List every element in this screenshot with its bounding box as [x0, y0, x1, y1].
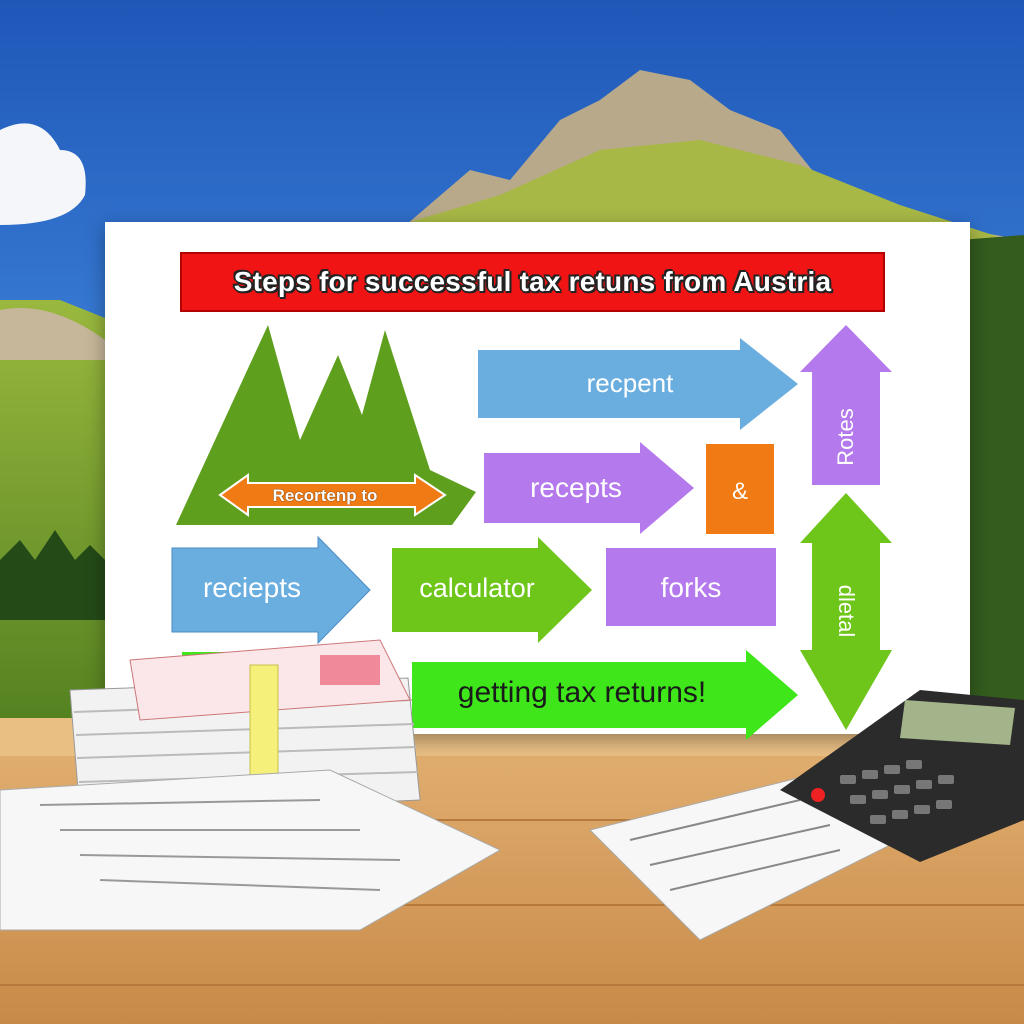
label-rotes: Rotes — [833, 408, 858, 466]
mountain-shape — [176, 325, 476, 525]
arrow-reciepts — [171, 535, 371, 645]
label-calculator: calculator — [419, 573, 535, 603]
left-ridge — [0, 308, 105, 360]
label-reciepts: reciepts — [202, 572, 302, 603]
arrow-recpent — [478, 338, 798, 430]
tree-line — [0, 530, 105, 620]
page-title: Steps for successful tax retuns from Aus… — [233, 266, 832, 297]
arrow-getting — [412, 650, 798, 740]
label-recpent: recpent — [586, 368, 674, 398]
box-forks — [606, 548, 776, 626]
label-getting-tax-returns: getting tax returns! — [457, 676, 707, 709]
label-recortenp: Recortenp to — [272, 486, 378, 505]
arrow-recepts — [484, 442, 694, 534]
label-dletal: dletal — [834, 584, 859, 638]
arrow-rotes — [800, 325, 892, 485]
orange-box — [706, 444, 774, 534]
arrow-calculator — [392, 537, 592, 643]
right-hills — [960, 235, 1024, 760]
title-banner: Steps for successful tax retuns from Aus… — [180, 252, 885, 312]
calculator-icon — [780, 690, 1024, 862]
orange-double-arrow — [218, 473, 447, 517]
label-recepts: recepts — [530, 472, 622, 503]
label-forks: forks — [660, 572, 722, 603]
tax-form-left — [0, 769, 502, 931]
label-ampersand: & — [731, 478, 748, 505]
arrow-dletal — [800, 493, 892, 730]
cloud — [0, 123, 86, 225]
